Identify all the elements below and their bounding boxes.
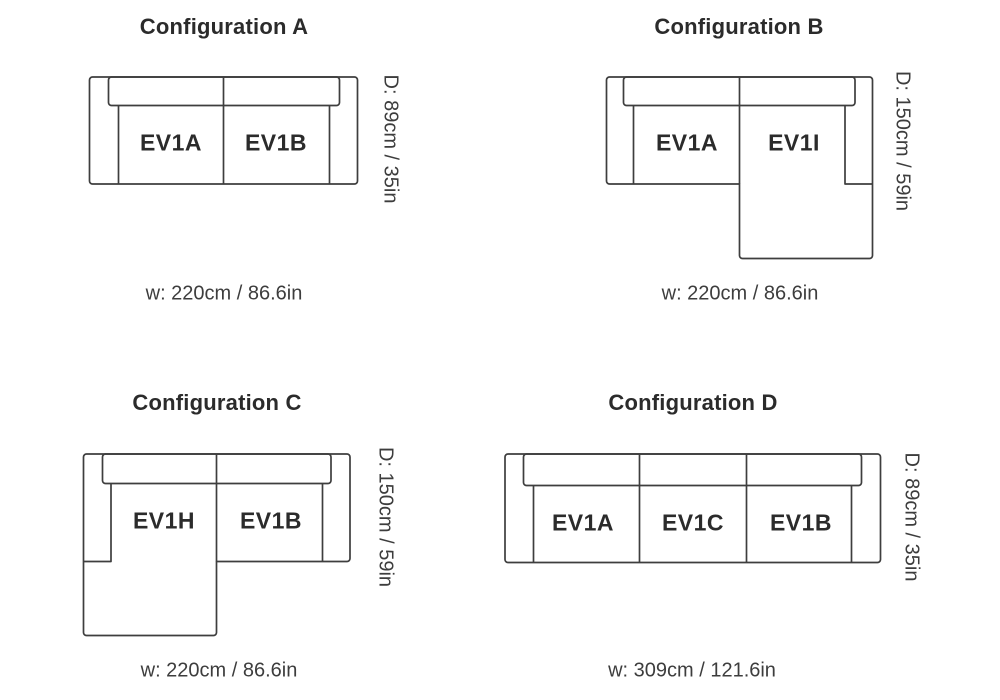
- backrest: [522, 453, 863, 487]
- config-a-depth-dimension-label: D: 89cm / 35in: [379, 74, 402, 204]
- config-d-depth-dimension-label: D: 89cm / 35in: [900, 452, 923, 582]
- config-d-module-label-1: EV1A: [551, 509, 615, 536]
- config-a-width-dimension-label: w: 220cm / 86.6in: [145, 282, 303, 305]
- config-b-sofa-diagram: [605, 76, 874, 260]
- config-b-title: Configuration B: [654, 14, 824, 39]
- config-d-module-label-2: EV1C: [661, 509, 725, 536]
- config-b-module-label-1: EV1A: [655, 129, 719, 156]
- config-b-module-label-2: EV1I: [768, 129, 820, 156]
- config-d-title: Configuration D: [608, 390, 778, 415]
- config-c-depth-dimension-label: D: 150cm / 59in: [374, 446, 397, 588]
- config-a-module-label-1: EV1A: [139, 129, 203, 156]
- armrest-line-left: [83, 483, 112, 563]
- config-d-sofa-diagram: [504, 453, 882, 564]
- config-a-module-label-2: EV1B: [244, 129, 308, 156]
- sofa-outline: [504, 453, 882, 564]
- config-a-sofa-diagram: [88, 76, 359, 185]
- config-c-width-dimension-label: w: 220cm / 86.6in: [140, 659, 298, 682]
- config-c-module-label-1: EV1H: [132, 507, 196, 534]
- config-d-width-dimension-label: w: 309cm / 121.6in: [608, 659, 776, 682]
- config-b-depth-dimension-label: D: 150cm / 59in: [891, 70, 914, 212]
- config-c-module-label-2: EV1B: [239, 507, 303, 534]
- config-a-title: Configuration A: [139, 14, 309, 39]
- config-b-width-dimension-label: w: 220cm / 86.6in: [661, 282, 819, 305]
- config-d-module-label-3: EV1B: [769, 509, 833, 536]
- armrest-line-right: [844, 105, 873, 185]
- sofa-outline: [82, 453, 351, 637]
- sofa-outline: [605, 76, 874, 260]
- config-c-sofa-diagram: [82, 453, 351, 637]
- config-c-title: Configuration C: [132, 390, 302, 415]
